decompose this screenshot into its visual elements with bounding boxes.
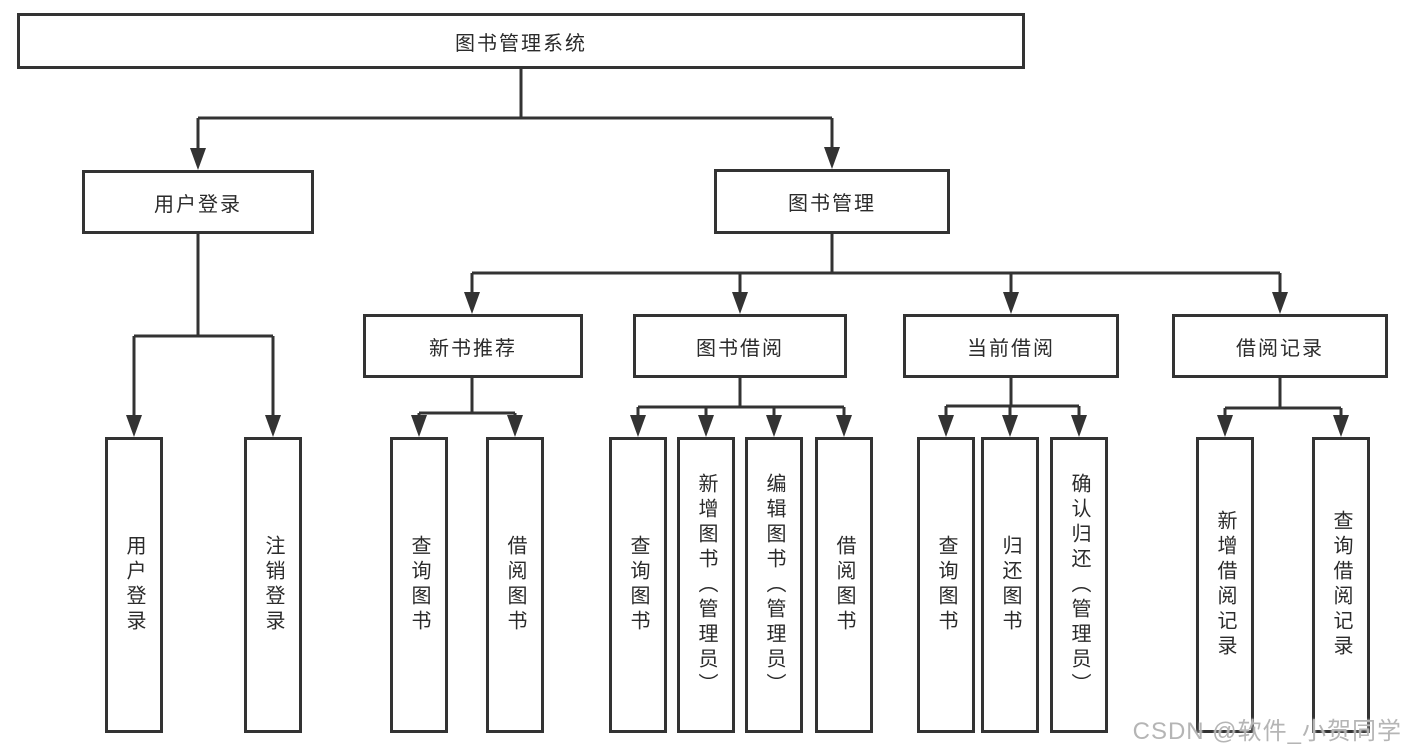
leaf-newbook-query-books: 查询图书: [390, 437, 448, 733]
leaf-borrow-query-books: 查询图书: [609, 437, 667, 733]
leaf-borrow-add-books-admin: 新增图书（管理员）: [677, 437, 735, 733]
leaf-borrow-borrow-books: 借阅图书: [815, 437, 873, 733]
leaf-records-add-record: 新增借阅记录: [1196, 437, 1254, 733]
node-user-login: 用户登录: [82, 170, 314, 234]
leaf-current-return-books: 归还图书: [981, 437, 1039, 733]
connector-book-management-children: [470, 234, 1282, 296]
connector-new-book-children: [417, 378, 517, 419]
leaf-records-query-record: 查询借阅记录: [1312, 437, 1370, 733]
leaf-current-query-books: 查询图书: [917, 437, 975, 733]
connector-borrow-records-children: [1223, 378, 1343, 419]
connector-current-borrow-children: [944, 378, 1081, 419]
connector-book-borrow-children: [636, 378, 846, 419]
leaf-logout: 注销登录: [244, 437, 302, 733]
node-borrow-records: 借阅记录: [1172, 314, 1388, 378]
leaf-user-login: 用户登录: [105, 437, 163, 733]
watermark-text: CSDN @软件_小贺同学: [1132, 718, 1402, 745]
node-book-management: 图书管理: [714, 169, 950, 234]
node-root-system: 图书管理系统: [17, 13, 1025, 69]
connector-user-login-children: [132, 233, 275, 419]
arrowheads: [126, 147, 1349, 437]
leaf-borrow-edit-books-admin: 编辑图书（管理员）: [745, 437, 803, 733]
leaf-current-confirm-return-admin: 确认归还（管理员）: [1050, 437, 1108, 733]
leaf-newbook-borrow-books: 借阅图书: [486, 437, 544, 733]
node-book-borrow: 图书借阅: [633, 314, 847, 378]
node-new-book-recommend: 新书推荐: [363, 314, 583, 378]
node-current-borrow: 当前借阅: [903, 314, 1119, 378]
connector-root-to-level2: [196, 68, 834, 152]
